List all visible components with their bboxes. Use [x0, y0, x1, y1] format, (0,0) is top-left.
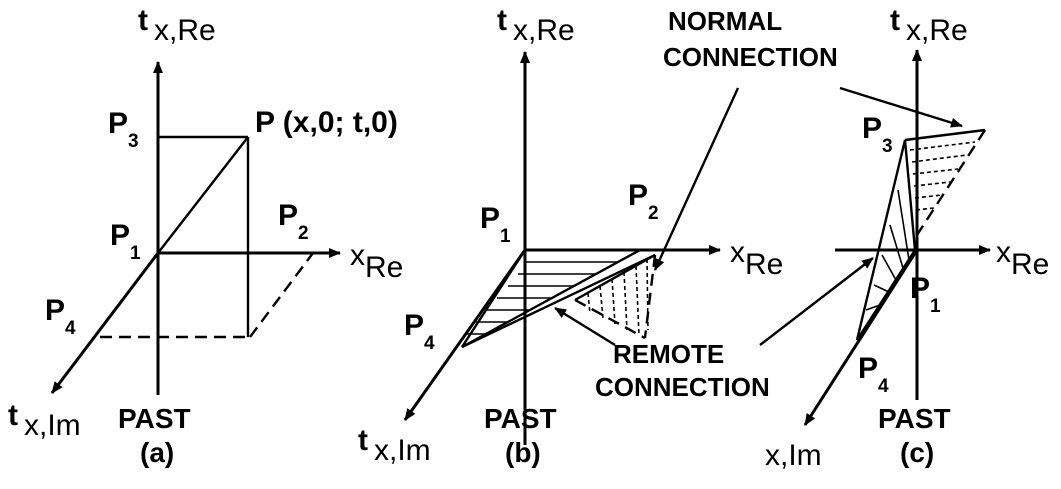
panel-b-p4-label: P4	[404, 309, 435, 354]
panel-c-caption: (c)	[900, 437, 934, 468]
panel-a-point-label: P (x,0; t,0)	[255, 106, 398, 139]
panel-b-x-re-label: xRe	[730, 236, 783, 281]
panel-a-p3-label: P3	[108, 107, 139, 152]
panel-c-x-im-axis	[803, 249, 919, 426]
panel-c-x-im-label: x,Im	[765, 439, 822, 472]
remote-connection-line2: CONNECTION	[595, 372, 770, 402]
panel-a-p1-label: P1	[110, 219, 141, 264]
panel-b-dashed-region	[574, 253, 657, 340]
normal-connection-line1: NORMAL	[668, 6, 782, 36]
normal-connection-line2: CONNECTION	[663, 42, 838, 72]
panel-a-past: PAST	[118, 403, 191, 434]
panel-a-t-im-axis	[50, 252, 160, 394]
panel-c-normal-arrow	[839, 86, 963, 128]
panel-c-p3-label: P3	[862, 112, 893, 157]
panel-b-p1-label: P1	[480, 202, 511, 247]
panel-c-hatched-region	[855, 139, 917, 341]
panel-b-hatched-region	[460, 248, 641, 349]
panel-a-caption: (a)	[140, 437, 174, 468]
panel-b-p4-p2-line	[461, 253, 656, 349]
panel-b-remote-arrow	[554, 306, 616, 347]
panel-b-caption: (b)	[505, 437, 541, 468]
panel-b-normal-arrow	[653, 87, 740, 271]
panel-b-p2-label: P2	[628, 179, 659, 224]
panel-a-x-re-label: xRe	[350, 239, 403, 284]
panel-a-p2-label: P2	[278, 199, 309, 244]
panel-c-p4-label: P4	[858, 352, 889, 397]
panel-a-dashed-diagonal	[249, 252, 314, 338]
panel-b-t-im-axis	[403, 249, 527, 421]
panel-c-past: PAST	[878, 403, 951, 434]
panel-a-p4-label: P4	[45, 294, 76, 339]
panel-b-past: PAST	[484, 403, 557, 434]
panel-c-p1-label: P1	[910, 272, 941, 317]
panel-c-x-re-label: xRe	[996, 236, 1049, 281]
panel-c-remote-arrow	[759, 257, 874, 346]
remote-connection-line1: REMOTE	[613, 339, 724, 369]
panel-a-p1-to-p	[157, 136, 249, 254]
